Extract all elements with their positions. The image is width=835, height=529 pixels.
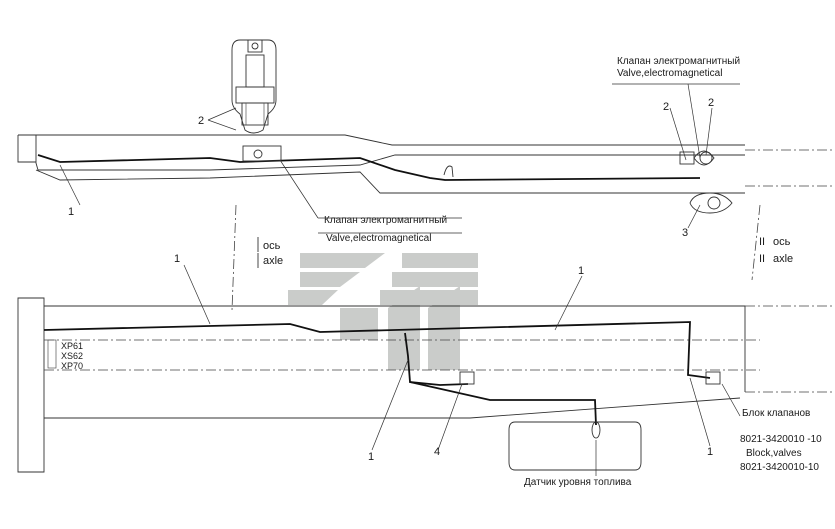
connector-block (47, 339, 57, 369)
harness-lower (43, 321, 711, 379)
connector-label-2: XS62 (61, 351, 83, 361)
callout-number: 2 (708, 97, 714, 109)
valve-top-en: Valve,electromagnetical (617, 68, 722, 79)
block-code-1: 8021-3420010 -10 (740, 434, 822, 445)
block-ru: Блок клапанов (742, 408, 810, 419)
valve-block-box (705, 371, 721, 385)
callout-number: 4 (434, 446, 440, 458)
sensor-ru: Датчик уровня топлива (524, 477, 632, 488)
harness-upper (37, 154, 701, 181)
axle-2-mark-a: II (759, 236, 765, 248)
valve-mid-ru: Клапан электромагнитный (324, 215, 447, 226)
valve-box-lower (459, 371, 475, 385)
axle-1-en: axle (263, 255, 283, 267)
frame-side-view (17, 134, 835, 194)
axle-1-ru: ось (263, 240, 281, 252)
frame-plan-view (17, 297, 835, 473)
callout-number: 3 (682, 227, 688, 239)
callout-number: 1 (707, 446, 713, 458)
connector-label-3: XP70 (61, 361, 83, 371)
fuel-tank (508, 421, 642, 471)
leader-lines-lower (183, 264, 741, 476)
block-code-2: 8021-3420010-10 (740, 462, 819, 473)
axle-2-en: axle (773, 253, 793, 265)
callout-number: 1 (174, 253, 180, 265)
valve-top-ru: Клапан электромагнитный (617, 56, 740, 67)
callout-number: 1 (578, 265, 584, 277)
callout-number: 2 (663, 101, 669, 113)
callout-number: 1 (68, 206, 74, 218)
callout-number: 1 (368, 451, 374, 463)
manufacturer-logo (288, 253, 478, 370)
callout-number: 2 (198, 115, 204, 127)
valve-box-upper (242, 145, 282, 162)
leader-lines-upper (59, 83, 761, 311)
axle-2-ru: ось (773, 236, 791, 248)
axle-2-mark-b: II (759, 253, 765, 265)
lamp-detail (689, 192, 733, 214)
block-en: Block,valves (746, 448, 802, 459)
valve-mid-en: Valve,electromagnetical (326, 233, 431, 244)
fitting-detail (231, 39, 277, 134)
connector-label-1: XP61 (61, 341, 83, 351)
